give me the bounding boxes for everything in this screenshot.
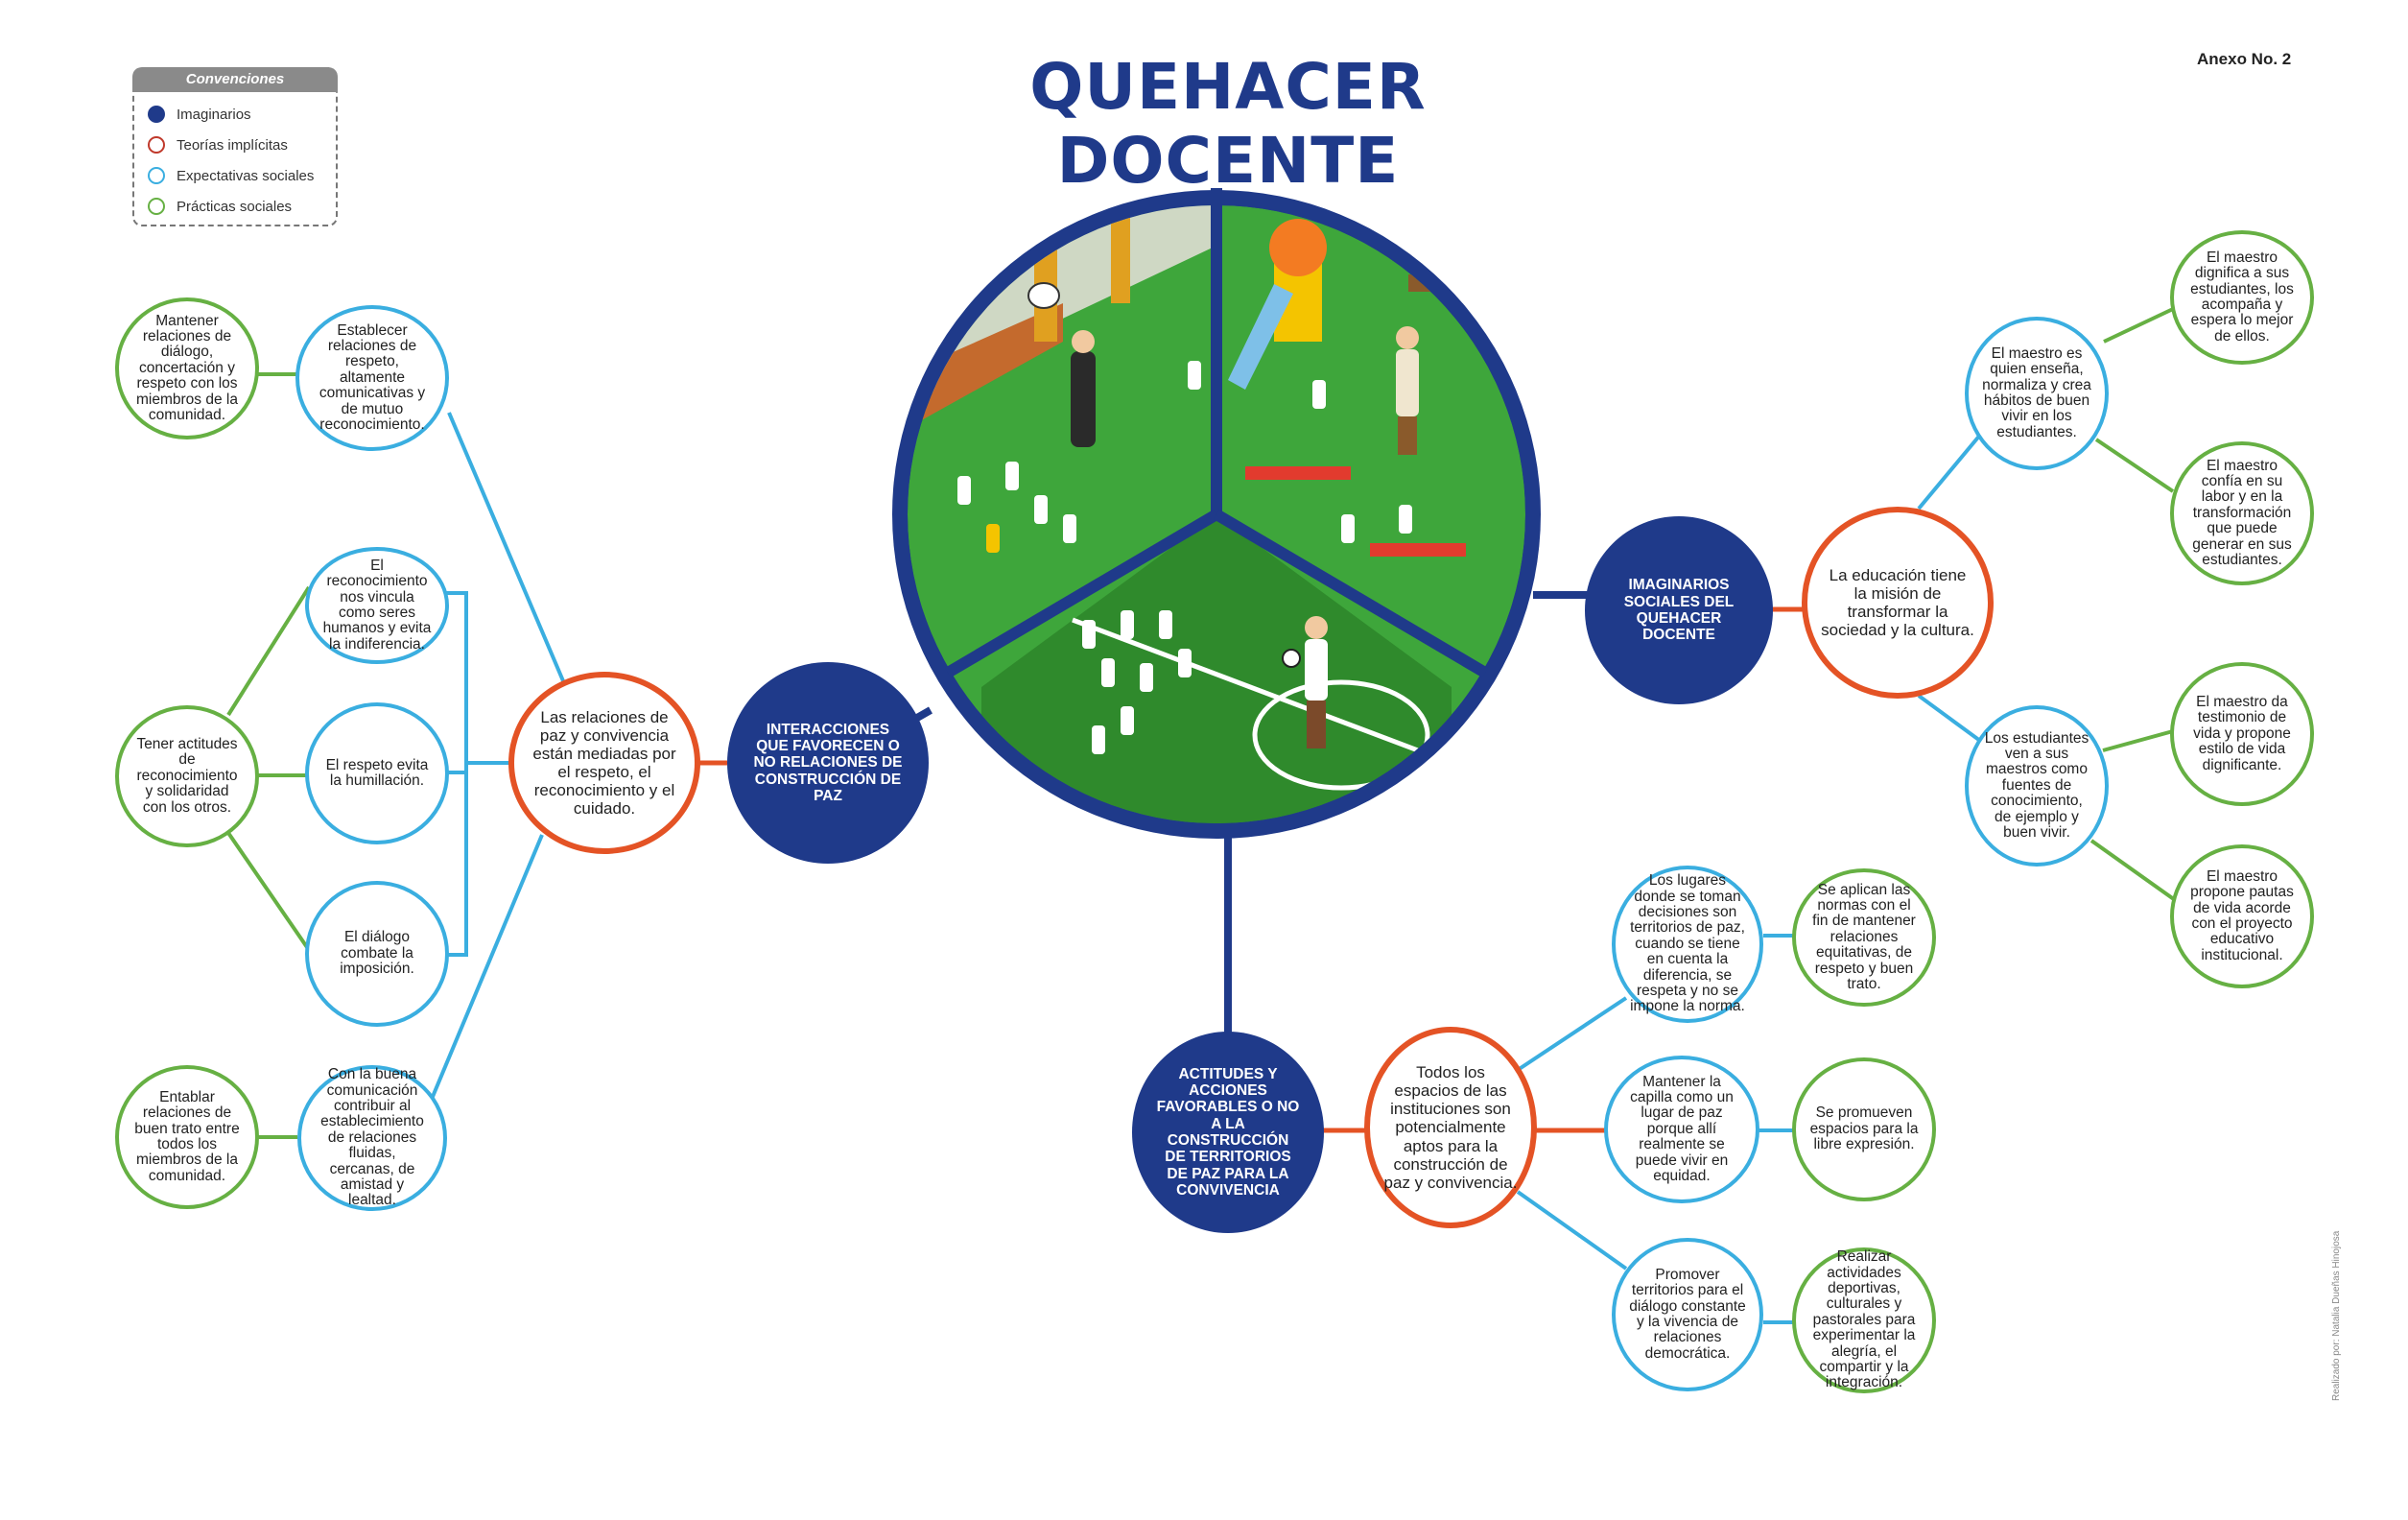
seesaw-1	[1245, 466, 1351, 480]
legend-label: Prácticas sociales	[177, 199, 292, 215]
node-prac-entablar: Entablar relaciones de buen trato entre …	[115, 1065, 259, 1209]
hub-interacciones: INTERACCIONES QUE FAVORECEN O NO RELACIO…	[727, 662, 929, 864]
node-text: El maestro dignifica a sus estudiantes, …	[2187, 250, 2297, 345]
node-prac-normas: Se aplican las normas con el fin de mant…	[1792, 868, 1936, 1007]
school-illustration	[890, 188, 1543, 841]
node-prac-actividades: Realizar actividades deportivas, cultura…	[1792, 1247, 1936, 1393]
credit-text: Realizado por: Natalia Dueñas Hinojosa	[2331, 1231, 2342, 1401]
slide-roof	[1269, 219, 1327, 276]
seesaw-2	[1370, 543, 1466, 557]
legend-item-imaginarios: Imaginarios	[148, 102, 251, 127]
node-text: El maestro es quien enseña, normaliza y …	[1982, 346, 2091, 441]
teacher-figure	[1396, 326, 1419, 455]
legend-box: Convenciones Imaginarios Teorías implíci…	[132, 67, 338, 226]
window-frame	[1034, 207, 1057, 342]
legend-label: Teorías implícitas	[177, 137, 288, 154]
node-text: Promover territorios para el diálogo con…	[1629, 1268, 1746, 1363]
node-text: Se promueven espacios para la libre expr…	[1809, 1105, 1919, 1152]
node-prac-mantener: Mantener relaciones de diálogo, concerta…	[115, 297, 259, 439]
legend-item-practicas: Prácticas sociales	[148, 194, 292, 219]
node-teoria-educacion: La educación tiene la misión de transfor…	[1802, 507, 1994, 699]
red-ring-icon	[148, 136, 165, 154]
node-teoria-relaciones: Las relaciones de paz y convivencia está…	[508, 672, 700, 854]
link-estudiantes-testimonio	[2103, 731, 2173, 750]
node-text: Tener actitudes de reconocimiento y soli…	[132, 737, 242, 816]
node-text: El diálogo combate la imposición.	[322, 930, 432, 977]
node-text: Con la buena comunicación contribuir al …	[315, 1067, 430, 1209]
filled-circle-icon	[148, 106, 165, 123]
node-text: Realizar actividades deportivas, cultura…	[1809, 1249, 1919, 1391]
node-prac-espacios: Se promueven espacios para la libre expr…	[1792, 1057, 1936, 1201]
blue-ring-icon	[148, 167, 165, 184]
node-prac-pautas: El maestro propone pautas de vida acorde…	[2170, 844, 2314, 988]
node-prac-confia: El maestro confía en su labor y en la tr…	[2170, 441, 2314, 585]
node-text: El maestro confía en su labor y en la tr…	[2187, 459, 2297, 569]
node-text: Las relaciones de paz y convivencia está…	[528, 708, 681, 818]
node-prac-dignifica: El maestro dignifica a sus estudiantes, …	[2170, 230, 2314, 365]
legend-item-expectativas: Expectativas sociales	[148, 163, 314, 188]
node-text: El reconocimiento nos vincula como seres…	[322, 558, 432, 653]
node-text: La educación tiene la misión de transfor…	[1821, 566, 1974, 639]
node-text: Todos los espacios de las instituciones …	[1383, 1063, 1518, 1191]
node-exp-capilla: Mantener la capilla como un lugar de paz…	[1604, 1056, 1759, 1203]
node-exp-reconocimiento: El reconocimiento nos vincula como seres…	[305, 547, 449, 664]
node-text: Entablar relaciones de buen trato entre …	[132, 1090, 242, 1185]
node-text: Los lugares donde se toman decisiones so…	[1629, 873, 1746, 1015]
link-estudiantes-pautas	[2091, 841, 2178, 902]
node-prac-testimonio: El maestro da testimonio de vida y propo…	[2170, 662, 2314, 806]
node-exp-lugares: Los lugares donde se toman decisiones so…	[1612, 866, 1763, 1023]
link-actitudes-reconocimiento	[228, 587, 309, 715]
page-title: QUEHACER DOCENTE	[863, 50, 1593, 198]
link-ensena-dignifica	[2104, 309, 2173, 342]
node-exp-comunicacion: Con la buena comunicación contribuir al …	[297, 1065, 447, 1211]
node-exp-respeto: El respeto evita la humillación.	[305, 702, 449, 844]
node-text: El maestro propone pautas de vida acorde…	[2187, 869, 2297, 964]
legend-title: Convenciones	[132, 67, 338, 92]
node-text: Los estudiantes ven a sus maestros como …	[1982, 731, 2091, 842]
hub-imaginarios: IMAGINARIOS SOCIALES DEL QUEHACER DOCENT…	[1585, 516, 1773, 704]
node-text: Se aplican las normas con el fin de mant…	[1809, 883, 1919, 993]
link-ensena-confia	[2096, 439, 2173, 491]
node-exp-estudiantes-ven: Los estudiantes ven a sus maestros como …	[1965, 705, 2109, 867]
node-text: Establecer relaciones de respeto, altame…	[313, 323, 432, 434]
annex-label: Anexo No. 2	[2197, 50, 2350, 69]
node-exp-dialogo: El diálogo combate la imposición.	[305, 881, 449, 1027]
node-text: Mantener la capilla como un lugar de paz…	[1621, 1075, 1742, 1185]
hub-actitudes: ACTITUDES Y ACCIONES FAVORABLES O NO A L…	[1132, 1032, 1324, 1233]
hub-label: INTERACCIONES QUE FAVORECEN O NO RELACIO…	[750, 722, 906, 805]
node-text: El maestro da testimonio de vida y propo…	[2187, 695, 2297, 773]
node-teoria-espacios: Todos los espacios de las instituciones …	[1364, 1027, 1537, 1228]
link-actitudes-dialogo	[228, 833, 309, 950]
node-exp-promover: Promover territorios para el diálogo con…	[1612, 1238, 1763, 1391]
hub-label: ACTITUDES Y ACCIONES FAVORABLES O NO A L…	[1155, 1066, 1301, 1199]
node-exp-establecer: Establecer relaciones de respeto, altame…	[295, 305, 449, 451]
link-espacios-lugares	[1518, 998, 1626, 1070]
green-ring-icon	[148, 198, 165, 215]
link-espacios-promover	[1518, 1192, 1626, 1269]
legend-item-teorias: Teorías implícitas	[148, 132, 288, 157]
node-prac-actitudes: Tener actitudes de reconocimiento y soli…	[115, 705, 259, 847]
node-exp-maestro-ensena: El maestro es quien enseña, normaliza y …	[1965, 317, 2109, 470]
legend-label: Imaginarios	[177, 107, 251, 123]
legend-label: Expectativas sociales	[177, 168, 314, 184]
hub-label: IMAGINARIOS SOCIALES DEL QUEHACER DOCENT…	[1608, 577, 1750, 643]
node-text: El respeto evita la humillación.	[322, 758, 432, 790]
node-text: Mantener relaciones de diálogo, concerta…	[132, 314, 242, 424]
